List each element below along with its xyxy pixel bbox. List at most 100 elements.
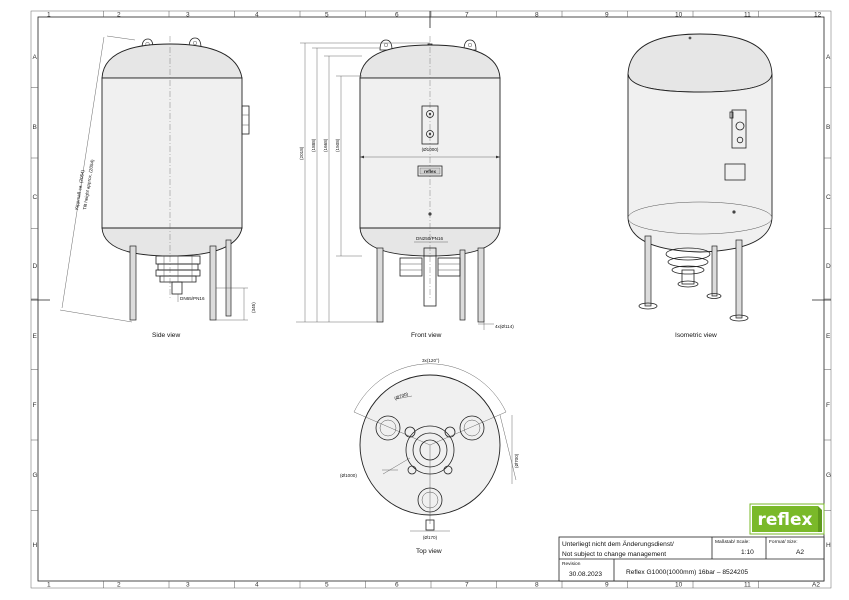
side-view-label: Side view: [152, 332, 180, 339]
col-label: 11: [744, 582, 751, 589]
row-label: B: [33, 124, 37, 131]
row-label: G: [33, 472, 38, 479]
top-dim-700a: (Ø700): [394, 391, 410, 401]
revision-label: Revision: [562, 561, 581, 567]
bottom-flange: [399, 257, 423, 277]
lifting-lug: [379, 39, 393, 51]
top-leg: [459, 415, 485, 441]
vessel-leg: [477, 247, 485, 323]
col-label: 5: [325, 12, 329, 19]
gauge-plate: [421, 105, 439, 145]
row-label: C: [826, 194, 831, 201]
row-label: E: [826, 333, 831, 340]
title-block: Unterliegt nicht dem Änderungsdienst/ No…: [558, 536, 825, 582]
lifting-lug: [463, 39, 477, 51]
format-label: Format/ Size:: [769, 539, 798, 545]
col-label: 1: [47, 12, 51, 19]
bottom-flange-label: DN250/PN16: [416, 236, 444, 241]
tilt-height-label-de: Kippmaß ca. (2054): [74, 169, 85, 210]
row-label: D: [33, 263, 38, 270]
iso-leg: [711, 245, 718, 297]
row-label: F: [33, 402, 37, 409]
col-label: 8: [535, 582, 539, 589]
front-view: reflex (Ø1000) DN250/PN16 (2018) (1888): [296, 36, 514, 339]
drawing-frame: [30, 10, 832, 589]
vessel-bottom-head: [101, 227, 243, 257]
side-foot-dim: (345): [251, 302, 256, 313]
vessel-leg: [129, 245, 137, 321]
top-dim-170: (Ø170): [423, 535, 438, 540]
top-angle-dim: 3x(120°): [422, 358, 440, 363]
col-label: 2: [117, 582, 121, 589]
row-labels-left: A B C D E F G H: [33, 54, 38, 549]
vessel-leg: [209, 245, 217, 321]
nameplate-text: reflex: [424, 169, 437, 174]
logo-badge: [752, 506, 818, 532]
isometric-view-label: Isometric view: [675, 332, 717, 339]
front-height-2: (1888): [311, 138, 316, 152]
reflex-logo: reflex: [749, 503, 825, 535]
iso-leg: [735, 239, 743, 319]
row-label: C: [33, 194, 38, 201]
iso-bottom-flange: [665, 247, 711, 261]
side-flange-label: DN65/PN16: [180, 296, 205, 301]
drawing-description: Reflex G1000(1000mm) 16bar – 8524205: [626, 569, 748, 576]
row-label: D: [826, 263, 831, 270]
title-note-de: Unterliegt nicht dem Änderungsdienst/: [562, 540, 674, 548]
vessel-shell: [101, 77, 243, 229]
logo-text: reflex: [757, 510, 812, 530]
col-label: 8: [535, 12, 539, 19]
brand-nameplate: [417, 165, 443, 177]
row-label: A: [826, 54, 831, 61]
scale-value: 1:10: [741, 549, 754, 556]
top-center-flange: [405, 425, 455, 475]
front-view-label: Front view: [411, 332, 442, 339]
vessel-top-head: [101, 43, 243, 79]
col-label: 10: [675, 12, 683, 19]
row-labels-right: A B C D E F G H: [826, 54, 831, 549]
col-label: 2: [117, 12, 121, 19]
top-view: 3x(120°) (Ø700) (Ø700) (Ø1000): [340, 358, 519, 555]
col-label: 4: [255, 12, 259, 19]
col-label: 9: [605, 12, 609, 19]
row-label: H: [33, 542, 38, 549]
col-label: 11: [744, 12, 751, 19]
row-label: H: [826, 542, 831, 549]
front-height-1: (2018): [299, 146, 304, 160]
row-label: A: [33, 54, 38, 61]
column-labels-bottom: 1 2 3 4 5 6 7 8 9 10 11 A2: [47, 582, 820, 589]
format-value: A2: [796, 549, 804, 556]
col-label: 12: [814, 12, 822, 19]
col-label: 6: [395, 582, 399, 589]
isometric-view: Isometric view: [627, 33, 773, 339]
col-label: 6: [395, 12, 399, 19]
iso-shell: [627, 73, 773, 253]
vessel-leg: [225, 239, 232, 317]
column-labels-top: 1 2 3 4 5 6 7 8 9 10 11 12: [47, 12, 822, 19]
title-note-en: Not subject to change management: [562, 551, 666, 558]
iso-gauge: [731, 109, 747, 149]
corner-format-mark: A2: [812, 582, 820, 589]
row-label: G: [826, 472, 831, 479]
row-label: E: [33, 333, 38, 340]
vessel-leg: [459, 249, 466, 321]
col-label: 4: [255, 582, 259, 589]
front-diameter-dim: (Ø1000): [422, 147, 439, 152]
col-label: 9: [605, 582, 609, 589]
front-height-4: (1508): [335, 138, 340, 152]
col-label: 3: [186, 582, 190, 589]
iso-top-head: [627, 33, 773, 93]
col-label: 7: [465, 582, 469, 589]
scale-label: Maßstab/ Scale:: [715, 539, 750, 545]
vessel-leg: [376, 247, 384, 323]
top-view-label: Top view: [416, 548, 442, 555]
front-height-3: (1668): [323, 138, 328, 152]
top-leg: [375, 415, 401, 441]
top-leg: [417, 487, 443, 513]
col-label: 10: [675, 582, 683, 589]
side-connection: [241, 105, 250, 135]
col-label: 7: [465, 12, 469, 19]
top-dim-700b: (Ø700): [514, 453, 519, 468]
col-label: 3: [186, 12, 190, 19]
